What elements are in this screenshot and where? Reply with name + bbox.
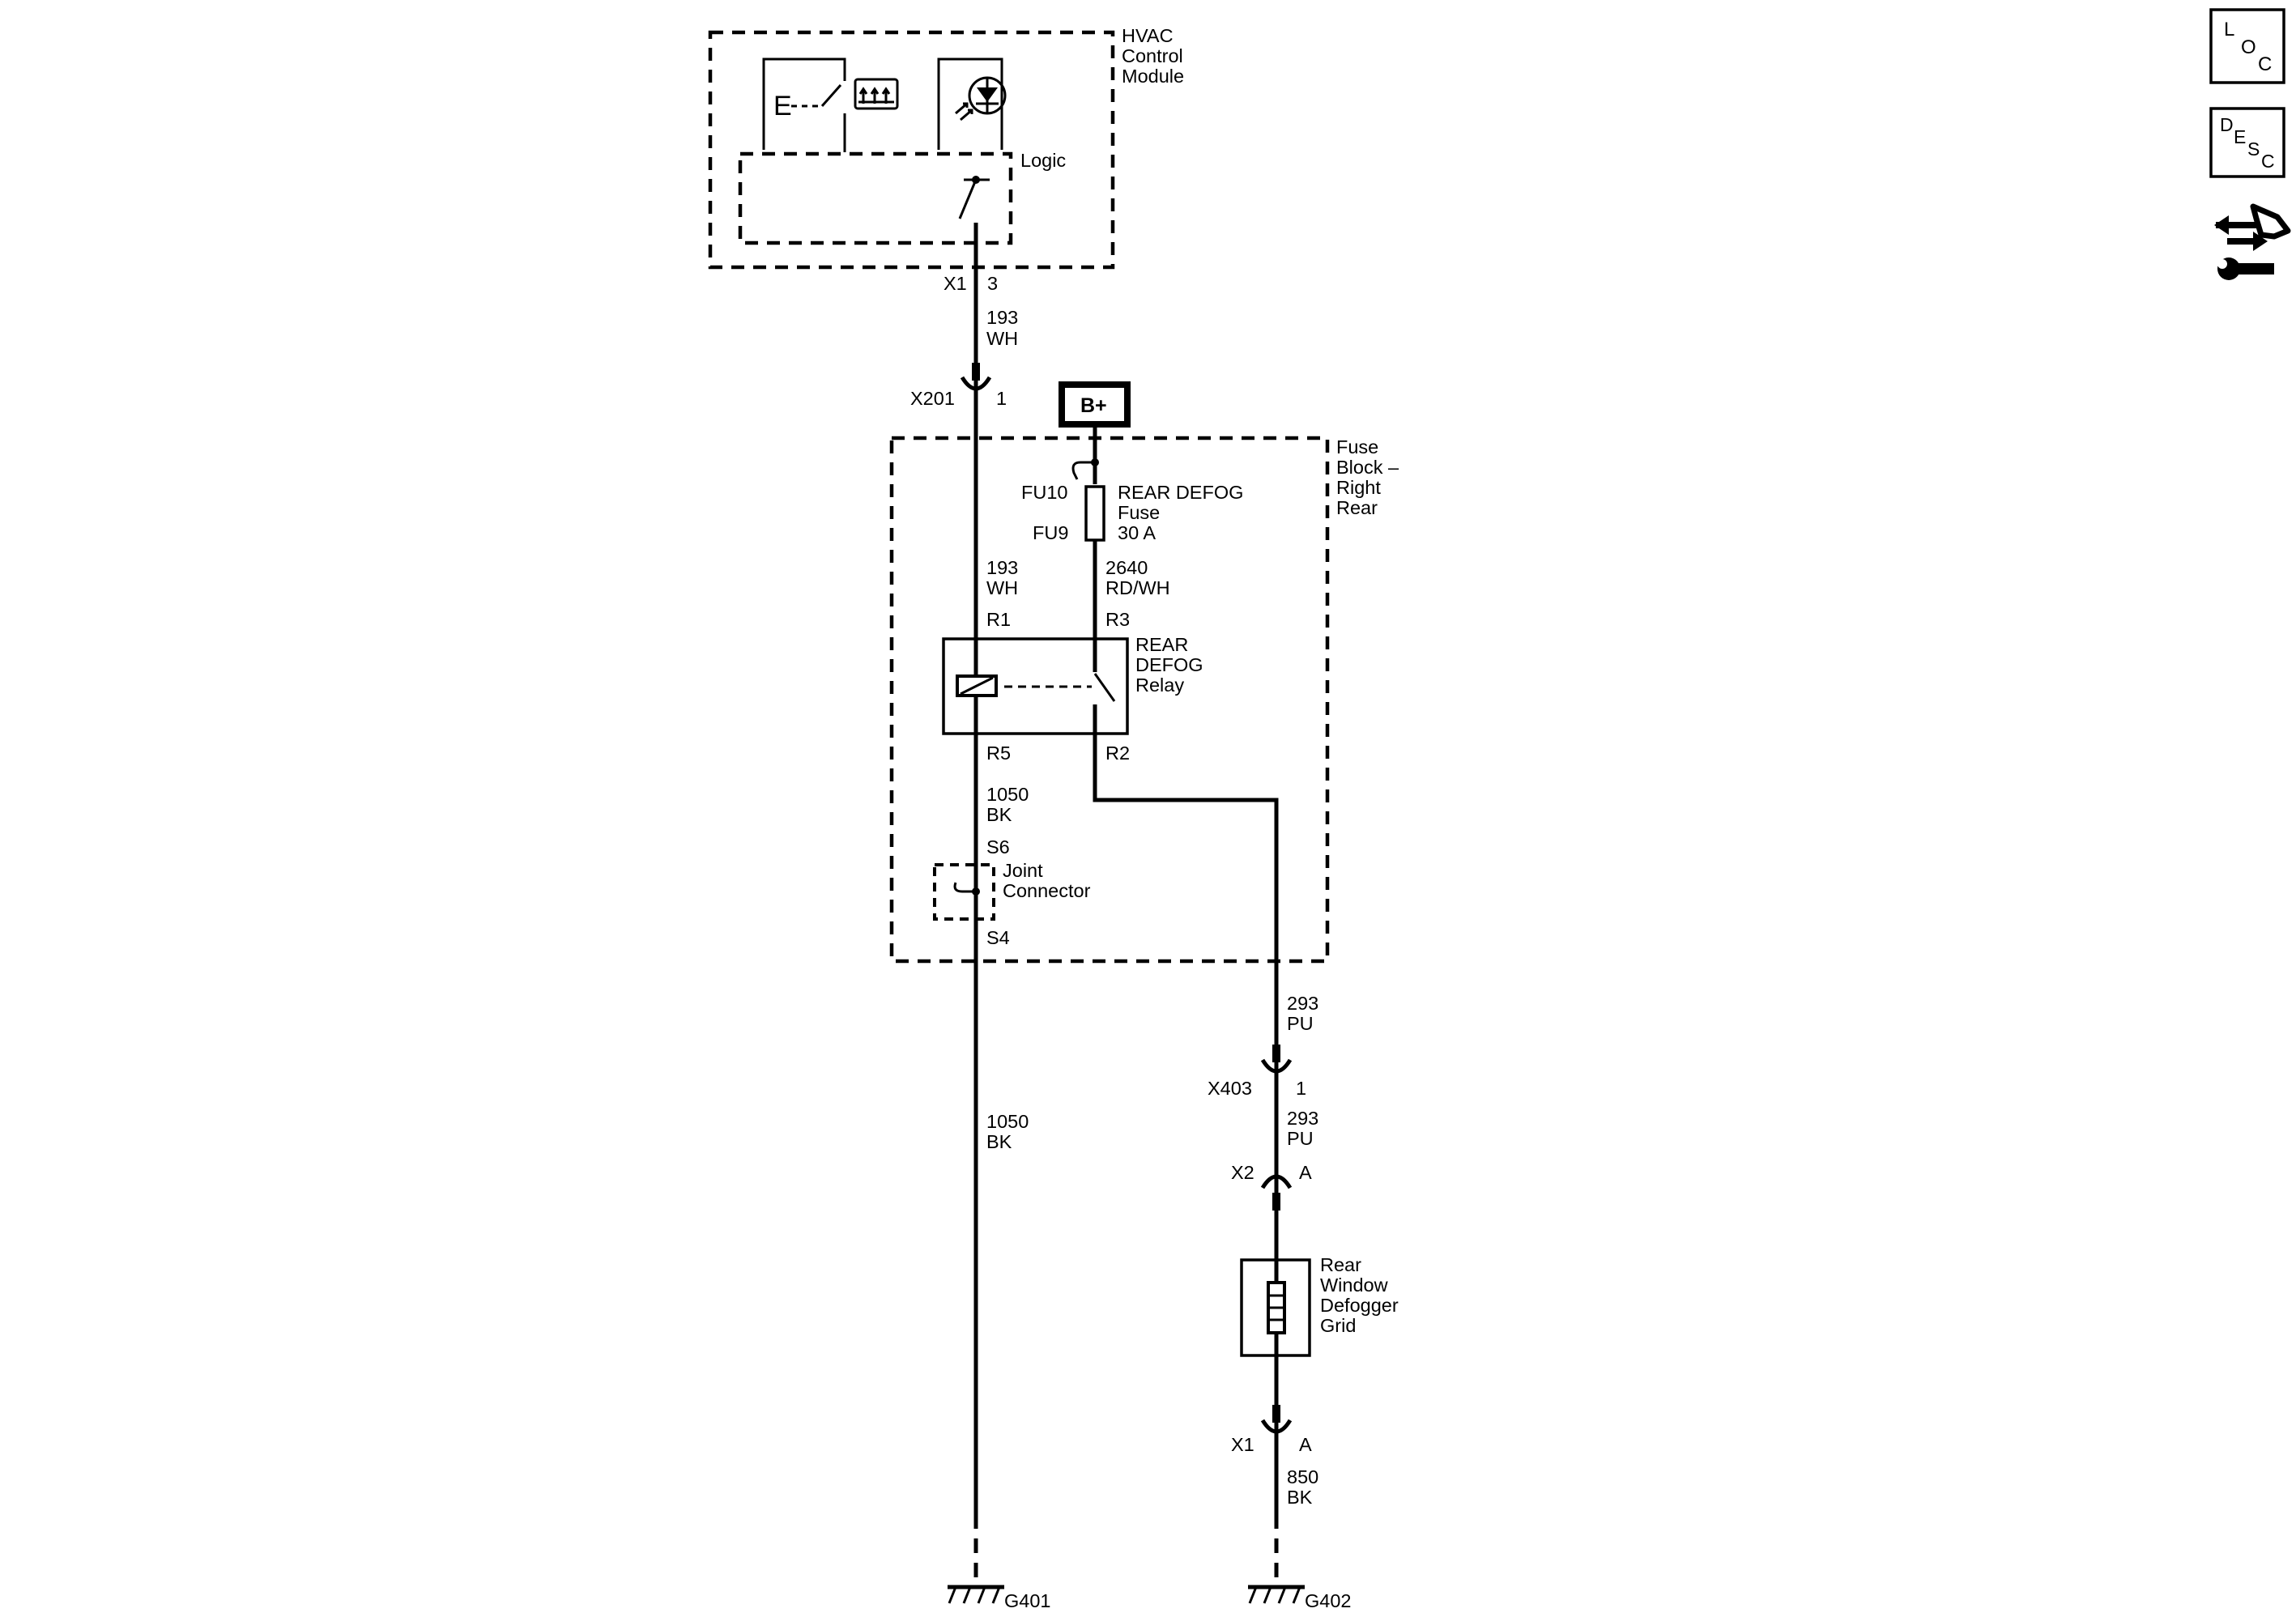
joint-name-line-2: Connector [1003,880,1091,901]
grid-name-line-3: Defogger [1320,1295,1399,1316]
rear-defog-fuse: FU10 FU9 REAR DEFOG Fuse 30 A [1021,441,1243,632]
fuse-block-title-line-2: Block – [1336,457,1399,478]
wire-1050-circuit-fb: 1050 [986,784,1029,805]
desc-letter-1: D [2220,114,2234,135]
wire-193-color-fb: WH [986,577,1018,598]
ground-g402-label: G402 [1305,1590,1352,1611]
ground-g402: G402 [1248,1514,1352,1611]
relay-name-line-1: REAR [1135,634,1188,655]
x403-connector: X403 1 [1208,1045,1306,1099]
grid-name-line-4: Grid [1320,1315,1356,1336]
grid-x1-label: X1 [1231,1434,1254,1455]
hvac-title-line-3: Module [1122,66,1184,87]
defog-switch: E [762,57,899,152]
relay-pin-r3: R3 [1105,609,1130,630]
fuse-terminal-fu9: FU9 [1033,522,1068,543]
fuse-name-line-2: Fuse [1118,502,1160,523]
wire-850-color: BK [1287,1487,1313,1508]
x201-connector: X201 1 [910,363,1007,409]
connector-repair-button[interactable] [2211,194,2291,283]
wire-193-circuit-fb: 193 [986,557,1018,578]
x2-pin: A [1299,1162,1312,1183]
joint-pin-s6: S6 [986,836,1010,857]
wire-850-circuit: 850 [1287,1466,1318,1487]
ground-g401-label: G401 [1004,1590,1051,1611]
wire-1050-color-lower: BK [986,1131,1012,1152]
joint-name-line-1: Joint [1003,860,1043,881]
relay-pin-r2: R2 [1105,743,1130,764]
wire-293-circuit-1: 293 [1287,993,1318,1014]
joint-connector: S6 Joint Connector S4 [933,836,1091,948]
relay-pin-r5: R5 [986,743,1011,764]
wire-1050-color-fb: BK [986,804,1012,825]
logic-block [738,151,1013,245]
relay-pin-r1: R1 [986,609,1011,630]
wire-193-circuit-top: 193 [986,307,1018,328]
relay-name-line-2: DEFOG [1135,654,1203,675]
wire-293-circuit-2: 293 [1287,1108,1318,1129]
loc-letter-3: C [2258,53,2272,75]
desc-letter-2: E [2234,126,2246,147]
hvac-connector-x1: X1 [944,273,967,294]
battery-label: B+ [1080,394,1107,417]
hvac-title-line-2: Control [1122,45,1183,66]
grid-x1-connector: X1 A [1231,1405,1312,1455]
loc-button[interactable]: L O C [2209,8,2285,84]
grid-x1-pin: A [1299,1434,1312,1455]
x403-label: X403 [1208,1078,1252,1099]
hvac-module-outline [708,30,1115,270]
x2-connector: X2 A [1231,1162,1312,1211]
desc-button[interactable]: D E S C [2209,107,2285,178]
wire-193-color-top: WH [986,328,1018,349]
fuse-block-title-line-1: Fuse [1336,436,1378,457]
x2-label: X2 [1231,1162,1254,1183]
fuse-name-line-3: 30 A [1118,522,1156,543]
wire-293-color-2: PU [1287,1128,1314,1149]
indicator-led [937,57,1007,150]
hvac-control-module: HVAC Control Module E [708,25,1184,270]
hvac-title-line-1: HVAC [1122,25,1174,46]
x201-label: X201 [910,388,955,409]
grid-name-line-1: Rear [1320,1254,1361,1275]
battery-positive: B+ [1059,381,1131,428]
wire-1050-circuit-lower: 1050 [986,1111,1029,1132]
desc-letter-3: S [2247,138,2260,160]
loc-letter-1: L [2224,19,2234,40]
wire-2640-293-right [1093,734,1279,1514]
rear-defrost-icon [854,78,899,110]
fuse-block-title-line-3: Right [1336,477,1381,498]
x403-pin: 1 [1296,1078,1306,1099]
fuse-block-right-rear: Fuse Block – Right Rear FU10 FU9 REAR DE… [889,436,1399,964]
wire-2640-color: RD/WH [1105,577,1170,598]
wire-293-color-1: PU [1287,1013,1314,1034]
fuse-terminal-fu10: FU10 [1021,482,1067,503]
connector-repair-icon [2214,203,2291,280]
logic-label: Logic [1020,150,1066,171]
ground-g401: G401 [948,1514,1051,1611]
logic-switch [958,176,990,243]
wire-2640-circuit: 2640 [1105,557,1148,578]
grid-name-line-2: Window [1320,1274,1389,1296]
fuse-block-outline [889,436,1330,964]
joint-pin-s4: S4 [986,927,1010,948]
hvac-pin-3: 3 [987,273,998,294]
loc-letter-2: O [2241,36,2256,58]
rear-defog-relay: R1 R3 REAR DEFOG Relay R5 R2 [942,609,1203,764]
svg-text:E: E [773,91,792,121]
desc-letter-4: C [2261,151,2275,172]
rear-window-defogger-grid: Rear Window Defogger Grid [1240,1254,1399,1357]
fuse-name-line-1: REAR DEFOG [1118,482,1243,503]
x201-pin: 1 [996,388,1007,409]
relay-name-line-3: Relay [1135,674,1184,696]
fuse-block-title-line-4: Rear [1336,497,1378,518]
